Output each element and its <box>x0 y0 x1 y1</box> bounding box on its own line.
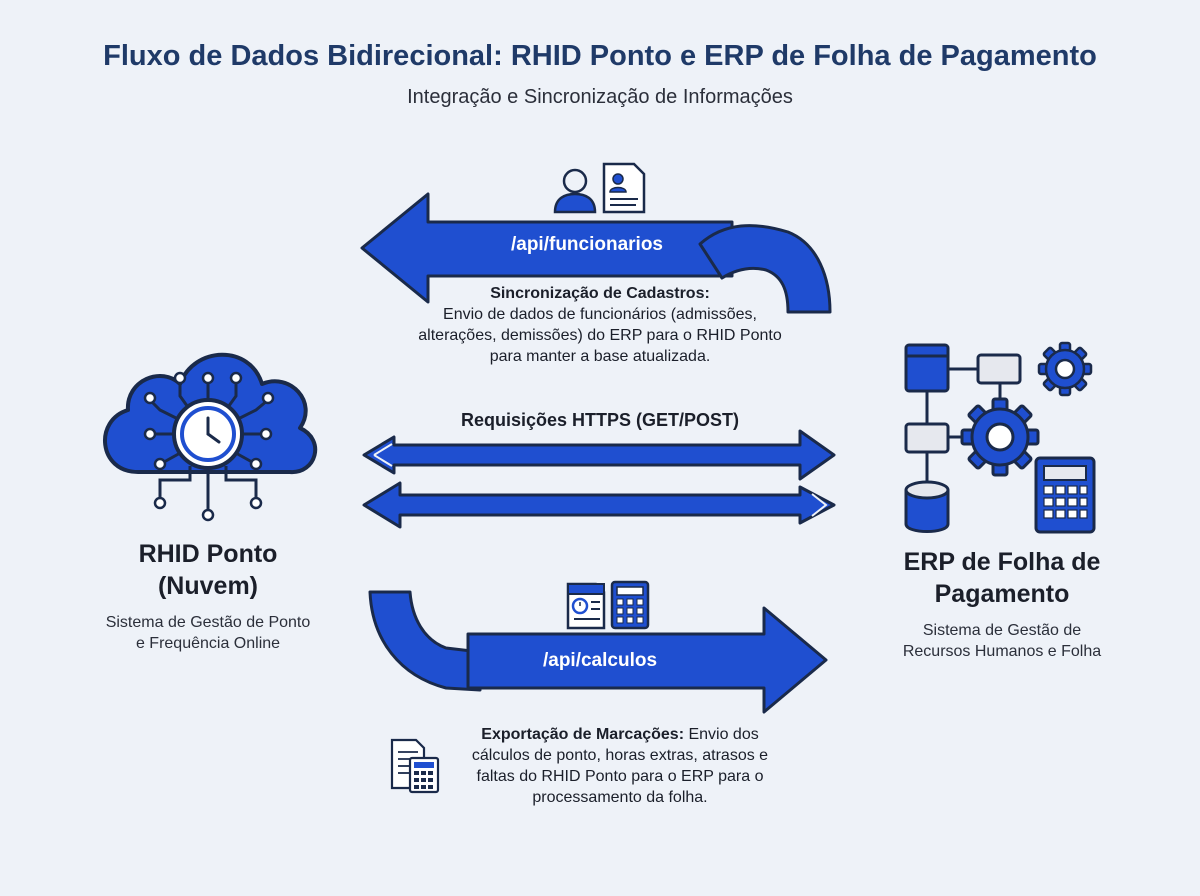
bottom-flow-line3: faltas do RHID Ponto para o ERP para o <box>476 768 764 785</box>
bottom-flow-line2: cálculos de ponto, horas extras, atrasos… <box>471 747 769 764</box>
left-system-name-line1: RHID Ponto <box>138 540 278 568</box>
top-flow-line1: Envio de dados de funcionários (admissõe… <box>443 306 757 323</box>
right-system-desc-line1: Sistema de Gestão de <box>922 622 1082 639</box>
bottom-flow-line4: processamento da folha. <box>532 789 708 806</box>
erp-workflow-icon <box>904 343 1044 533</box>
https-requests-label: Requisições HTTPS (GET/POST) <box>460 410 740 430</box>
left-system-description: Sistema de Gestão de Ponto e Frequência … <box>68 612 348 654</box>
page-title: Fluxo de Dados Bidirecional: RHID Ponto … <box>103 40 1097 72</box>
employee-record-icon <box>602 162 646 214</box>
top-flow-heading: Sincronização de Cadastros: <box>490 285 710 302</box>
middle-arrows <box>362 429 836 529</box>
left-system-desc-line1: Sistema de Gestão de Ponto <box>105 614 311 631</box>
bottom-flow-arrow <box>368 590 828 714</box>
left-system-name-line2: (Nuvem) <box>157 572 258 600</box>
bottom-flow-heading: Exportação de Marcações: <box>481 726 685 743</box>
bottom-flow-description: Exportação de Marcações: Envio dos cálcu… <box>420 724 820 808</box>
top-flow-line2: alterações, demissões) do ERP para o RHI… <box>418 327 782 344</box>
bottom-flow-line1: Envio dos <box>684 726 759 743</box>
api-funcionarios-label: /api/funcionarios <box>510 234 664 255</box>
cloud-clock-icon <box>103 352 318 522</box>
top-flow-line3: para manter a base atualizada. <box>489 348 711 365</box>
gear-icon <box>960 397 1040 477</box>
right-system-name: ERP de Folha de Pagamento <box>872 546 1132 610</box>
right-system-name-line1: ERP de Folha de <box>903 548 1101 576</box>
large-calculator-icon <box>1034 456 1096 534</box>
timesheet-icon <box>566 582 606 630</box>
small-gear-icon <box>1037 341 1093 397</box>
top-flow-arrow <box>360 192 832 314</box>
right-system-description: Sistema de Gestão de Recursos Humanos e … <box>862 620 1142 662</box>
report-calculator-icon <box>390 738 440 794</box>
left-system-desc-line2: e Frequência Online <box>135 635 281 652</box>
left-system-name: RHID Ponto (Nuvem) <box>78 538 338 602</box>
user-icon <box>553 168 597 214</box>
right-system-desc-line2: Recursos Humanos e Folha <box>902 643 1102 660</box>
calculator-icon <box>610 580 650 630</box>
api-calculos-label: /api/calculos <box>542 650 658 671</box>
top-flow-description: Sincronização de Cadastros: Envio de dad… <box>380 283 820 367</box>
page-subtitle: Integração e Sincronização de Informaçõe… <box>407 86 793 108</box>
right-system-name-line2: Pagamento <box>934 580 1070 608</box>
